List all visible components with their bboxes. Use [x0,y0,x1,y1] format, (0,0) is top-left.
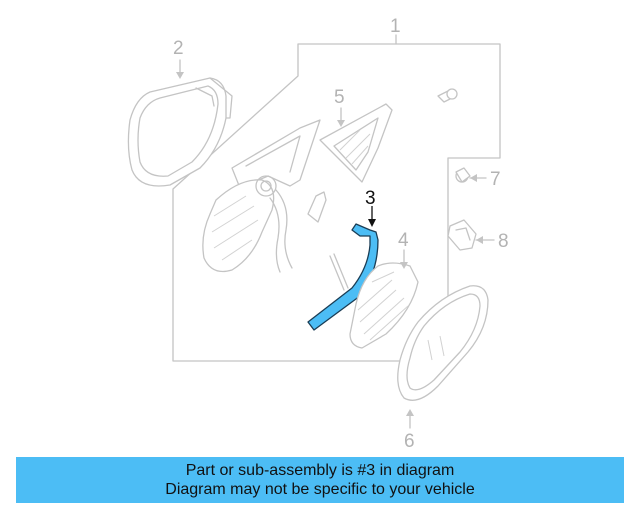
mirror-base-assembly [202,119,321,273]
callout-5: 5 [334,87,345,108]
arrow-5 [337,120,345,127]
arrow-3 [368,219,376,227]
strip-part [329,253,349,291]
banner-line-2: Diagram may not be specific to your vehi… [165,481,475,498]
info-banner: Part or sub-assembly is #3 in diagram Di… [16,457,624,503]
callout-6: 6 [404,431,415,452]
part-8-signal-lamp [447,219,477,251]
arrow-2 [176,72,184,79]
callout-3: 3 [365,188,376,209]
clip-part [307,191,327,223]
callout-1: 1 [390,16,401,37]
part-7-screw [455,167,471,183]
arrow-4 [400,262,408,269]
part-2-mirror-cover [127,77,233,187]
callout-7: 7 [490,169,501,190]
banner-line-1: Part or sub-assembly is #3 in diagram [185,462,455,479]
arrow-8 [476,236,483,244]
callout-2: 2 [173,38,184,59]
callout-4: 4 [398,230,409,251]
callout-8: 8 [498,231,509,252]
bolt-icon [437,88,458,103]
arrow-6 [406,409,414,416]
part-6-mirror-glass [397,285,489,401]
part-5-triangle-cover [319,103,393,183]
arrow-7 [470,174,477,182]
